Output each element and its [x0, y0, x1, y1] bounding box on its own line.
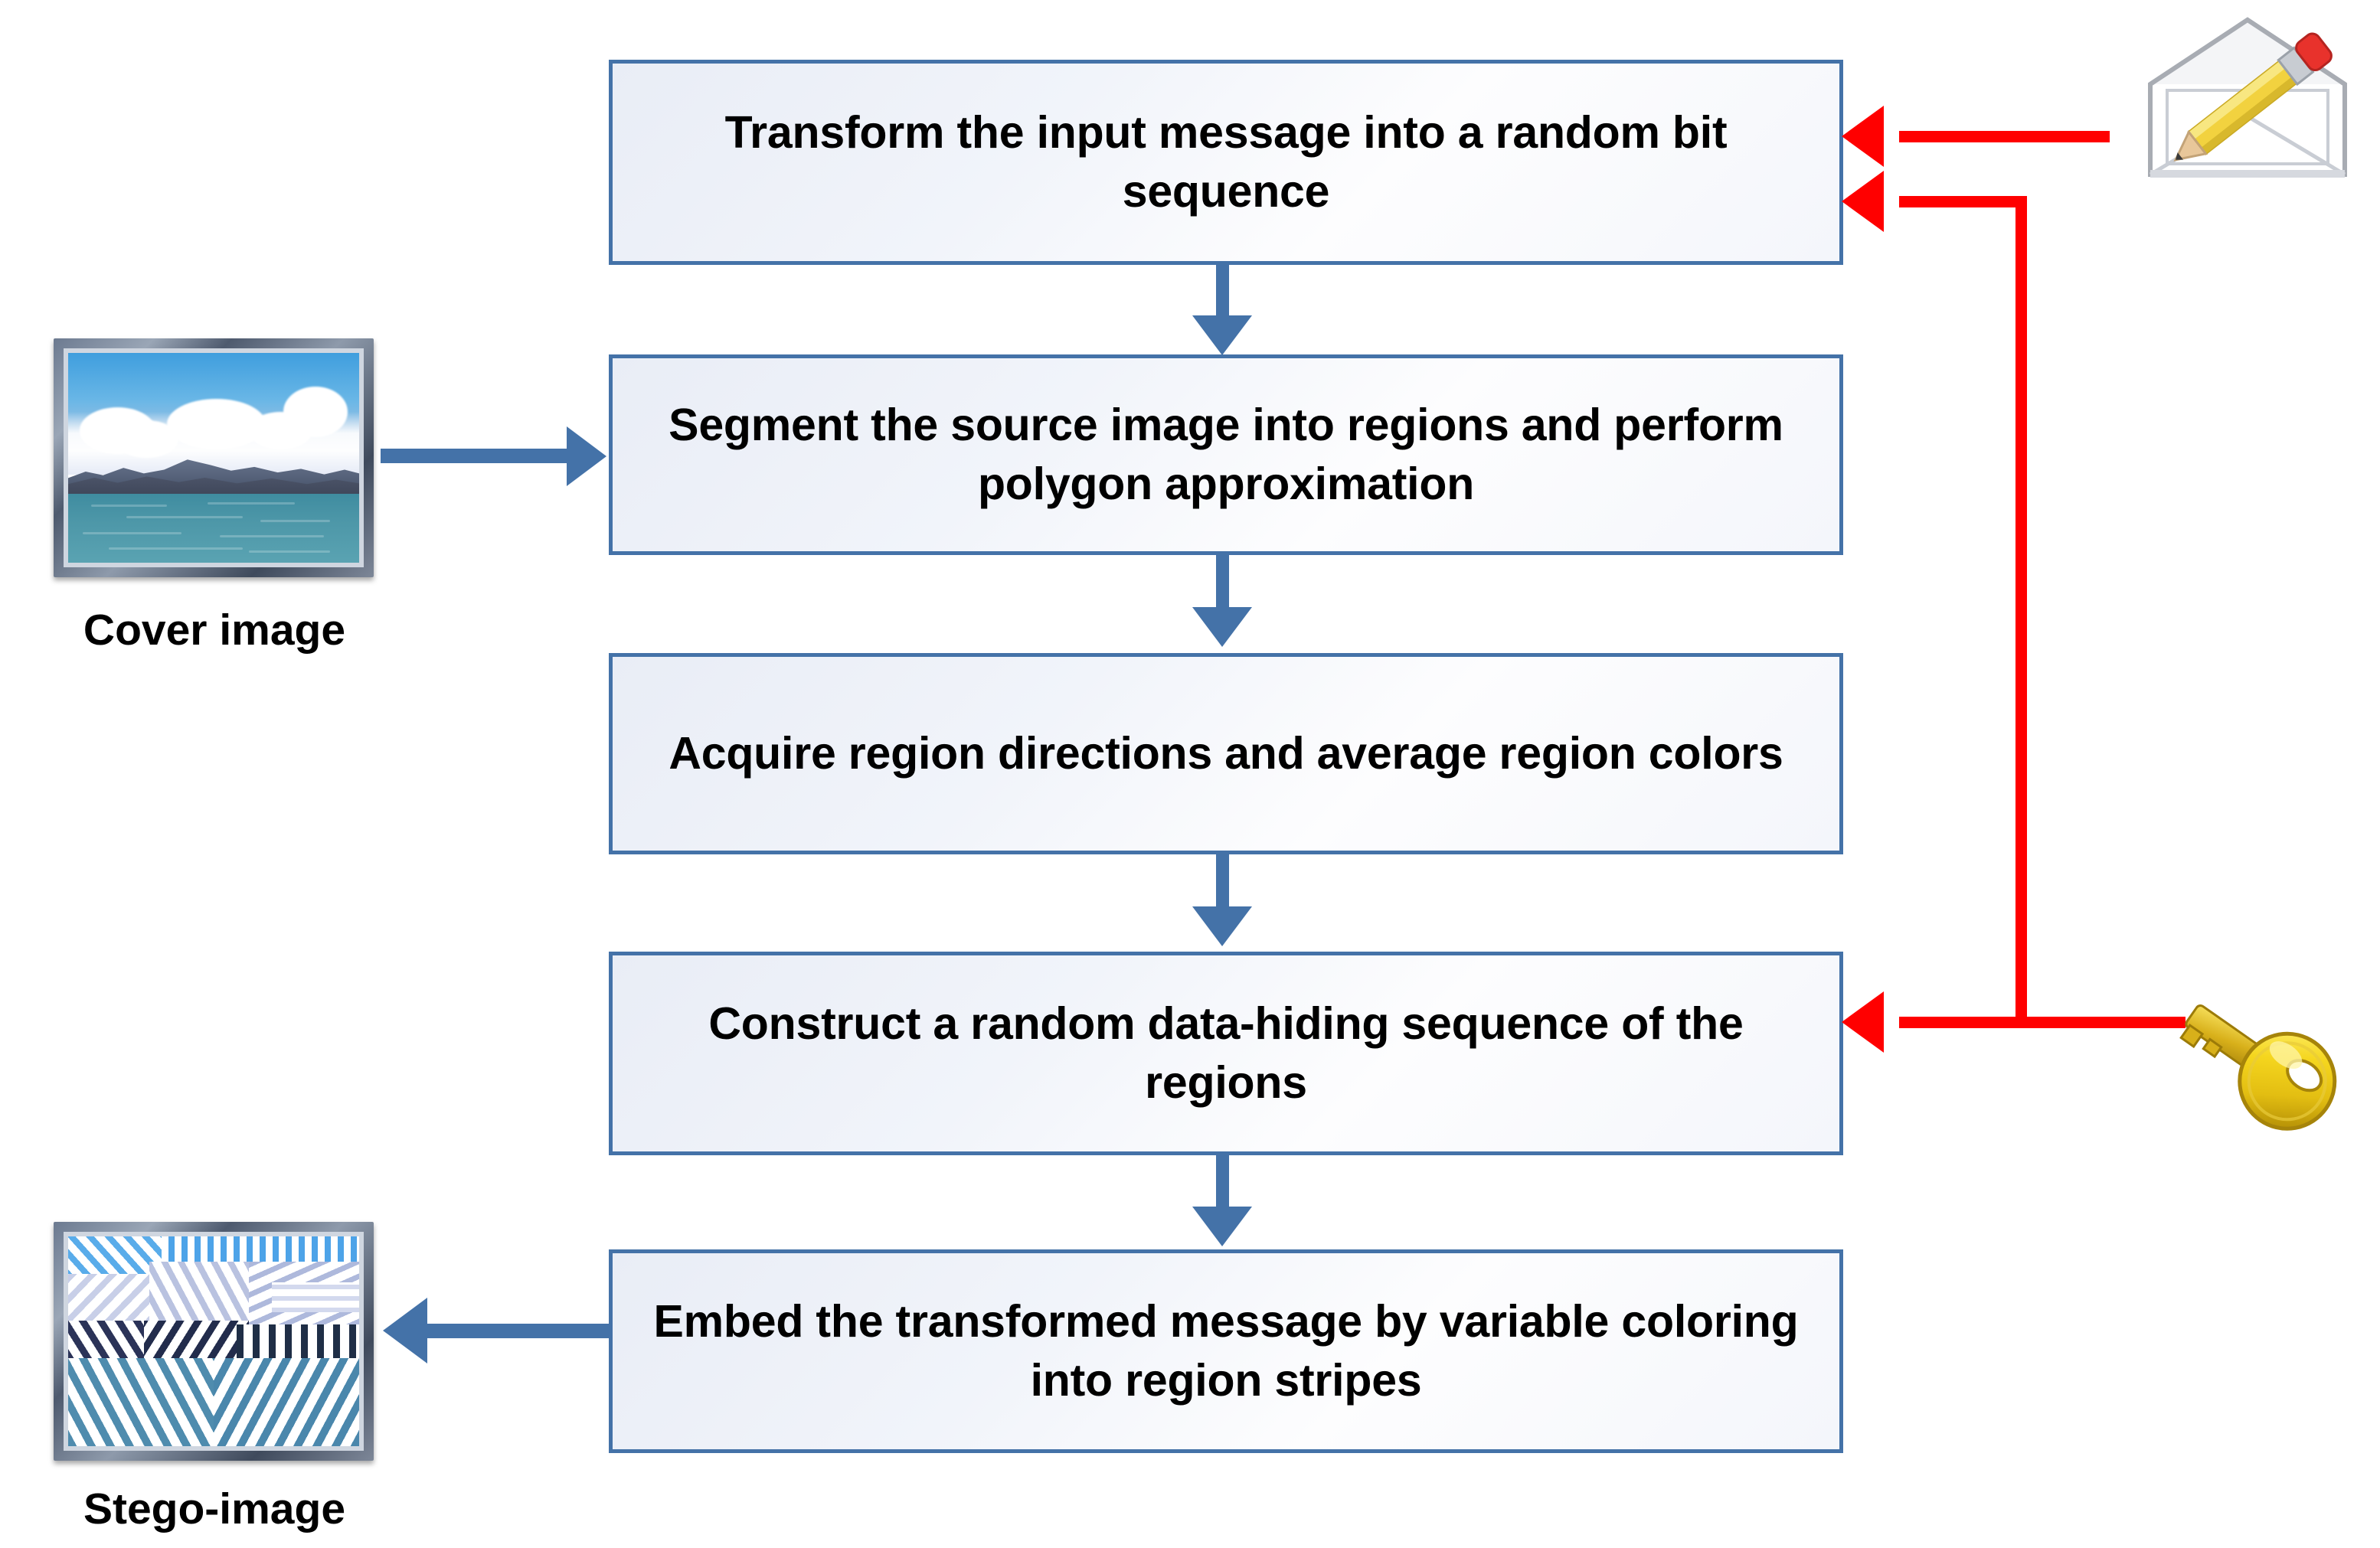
connector-step1-to-step2-line	[1216, 265, 1229, 321]
connector-cover-to-step2-line	[381, 449, 568, 463]
cover-image-photo	[68, 353, 359, 563]
cover-photo-cloud	[283, 386, 348, 437]
cover-photo-cloud	[167, 399, 266, 450]
connector-key-to-step1-horizontal	[1899, 196, 2027, 207]
cover-image-frame-inner	[64, 348, 364, 567]
cover-photo-ripple	[109, 547, 243, 550]
connector-key-to-step1-arrowhead	[1842, 171, 1884, 232]
connector-step2-to-step3-line	[1216, 555, 1229, 612]
process-box-step-2-label: Segment the source image into regions an…	[669, 400, 1783, 509]
connector-step4-to-step5-arrowhead	[1192, 1207, 1252, 1246]
connector-key-to-step4-arrowhead	[1842, 991, 1884, 1053]
key-icon-svg	[2179, 1004, 2337, 1131]
process-box-step-2[interactable]: Segment the source image into regions an…	[609, 354, 1843, 555]
envelope-with-pencil-icon-svg	[2148, 17, 2347, 178]
cover-photo-water	[68, 493, 359, 563]
key-icon[interactable]	[2159, 971, 2351, 1147]
process-box-step-5[interactable]: Embed the transformed message by variabl…	[609, 1249, 1843, 1453]
stego-region-haze-right	[272, 1282, 359, 1312]
stego-region-water-left	[68, 1357, 220, 1446]
stego-image-caption: Stego-image	[83, 1484, 346, 1533]
cover-photo-ripple	[208, 502, 296, 505]
connector-key-to-step1-vertical	[2015, 196, 2027, 1028]
stego-region-mountain-center	[143, 1320, 249, 1363]
process-box-step-1[interactable]: Transform the input message into a rando…	[609, 60, 1843, 265]
connector-step5-to-stego-arrowhead	[383, 1298, 427, 1363]
cover-photo-ripple	[83, 532, 182, 535]
process-box-step-1-label: Transform the input message into a rando…	[724, 107, 1728, 217]
process-box-step-3[interactable]: Acquire region directions and average re…	[609, 653, 1843, 854]
cover-photo-ripple	[260, 519, 330, 522]
connector-step3-to-step4-line	[1216, 854, 1229, 912]
connector-step2-to-step3-arrowhead	[1192, 607, 1252, 647]
stego-image-pattern	[68, 1236, 359, 1446]
cover-image-thumbnail[interactable]	[54, 338, 374, 577]
stego-region-water-right	[214, 1357, 359, 1446]
stego-image-thumbnail[interactable]	[54, 1222, 374, 1461]
connector-cover-to-step2-arrowhead	[567, 426, 606, 486]
process-box-step-4-label: Construct a random data-hiding sequence …	[708, 998, 1744, 1108]
connector-step5-to-stego-line	[427, 1324, 611, 1338]
cover-photo-ripple	[126, 516, 243, 519]
envelope-with-pencil-icon[interactable]	[2136, 11, 2359, 187]
cover-photo-ripple	[91, 505, 168, 508]
process-box-step-3-label: Acquire region directions and average re…	[669, 728, 1783, 779]
connector-key-to-step4-line	[1899, 1017, 2185, 1028]
connector-step1-to-step2-arrowhead	[1192, 315, 1252, 355]
connector-message-to-step1-line	[1899, 131, 2110, 142]
cover-photo-ripple	[248, 550, 330, 553]
stego-region-mountain-right	[237, 1324, 359, 1358]
connector-step4-to-step5-line	[1216, 1155, 1229, 1211]
connector-step3-to-step4-arrowhead	[1192, 906, 1252, 946]
stego-image-frame-inner	[64, 1232, 364, 1451]
cover-image-caption: Cover image	[83, 606, 346, 655]
process-box-step-5-label: Embed the transformed message by variabl…	[653, 1296, 1799, 1406]
process-box-step-4[interactable]: Construct a random data-hiding sequence …	[609, 952, 1843, 1155]
connector-message-to-step1-arrowhead	[1842, 106, 1884, 167]
cover-photo-ripple	[219, 534, 325, 537]
